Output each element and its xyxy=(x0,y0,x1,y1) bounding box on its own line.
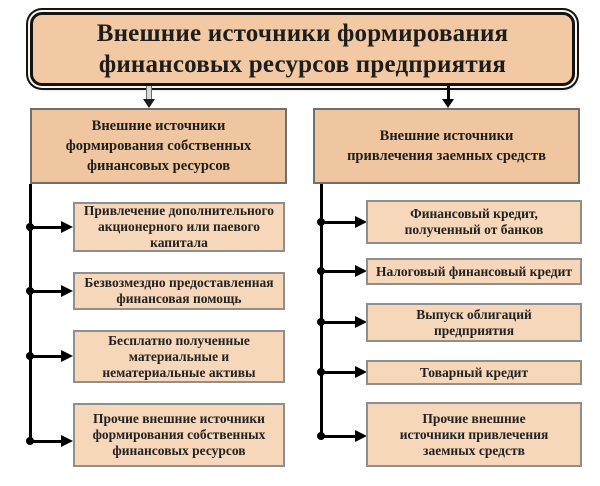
connector-branch xyxy=(320,270,356,273)
arrowhead-right-icon xyxy=(61,285,73,297)
connector-vline-left xyxy=(29,184,32,442)
arrowhead-right-icon xyxy=(355,316,367,328)
connector-branch xyxy=(320,435,356,438)
connector-branch xyxy=(320,221,356,224)
junction-dot-icon xyxy=(26,437,34,445)
arrowhead-right-icon xyxy=(355,265,367,277)
connector-branch xyxy=(320,321,356,324)
title-connector-left xyxy=(146,86,152,100)
arrowhead-right-icon xyxy=(355,366,367,378)
arrow-down-icon xyxy=(143,99,155,108)
arrow-down-icon xyxy=(442,99,454,108)
item-commodity-credit: Товарный кредит xyxy=(366,360,582,385)
item-tax-financial-credit: Налоговый финансовый кредит xyxy=(366,258,582,285)
arrowhead-right-icon xyxy=(355,430,367,442)
connector-branch xyxy=(29,226,62,229)
item-gratuitous-financial-aid: Безвозмездно предоставленная финансовая … xyxy=(73,272,285,310)
junction-dot-icon xyxy=(26,352,34,360)
junction-dot-icon xyxy=(26,223,34,231)
item-other-borrowed-sources: Прочие внешние источники привлечения зае… xyxy=(366,402,582,467)
junction-dot-icon xyxy=(317,368,325,376)
item-free-received-assets: Бесплатно полученные материальные и нема… xyxy=(73,330,285,383)
item-bond-issue: Выпуск облигаций предприятия xyxy=(366,303,582,342)
junction-dot-icon xyxy=(26,287,34,295)
junction-dot-icon xyxy=(317,432,325,440)
header-borrowed-sources: Внешние источники привлечения заемных ср… xyxy=(313,108,580,184)
junction-dot-icon xyxy=(317,318,325,326)
title-connector-right xyxy=(447,86,450,100)
item-bank-financial-credit: Финансовый кредит, полученный от банков xyxy=(366,200,582,244)
connector-branch xyxy=(29,440,62,443)
connector-branch xyxy=(29,290,62,293)
item-additional-equity-capital: Привлечение дополнительного акционерного… xyxy=(73,202,285,252)
connector-branch xyxy=(320,371,356,374)
connector-branch xyxy=(29,355,62,358)
header-own-sources: Внешние источники формирования собственн… xyxy=(30,108,287,184)
arrowhead-right-icon xyxy=(61,435,73,447)
arrowhead-right-icon xyxy=(61,350,73,362)
arrowhead-right-icon xyxy=(61,221,73,233)
connector-vline-right xyxy=(320,184,323,437)
diagram-title: Внешние источники формирования финансовы… xyxy=(30,12,575,86)
item-other-own-sources: Прочие внешние источники формирования со… xyxy=(73,403,285,467)
junction-dot-icon xyxy=(317,267,325,275)
arrowhead-right-icon xyxy=(355,216,367,228)
junction-dot-icon xyxy=(317,218,325,226)
